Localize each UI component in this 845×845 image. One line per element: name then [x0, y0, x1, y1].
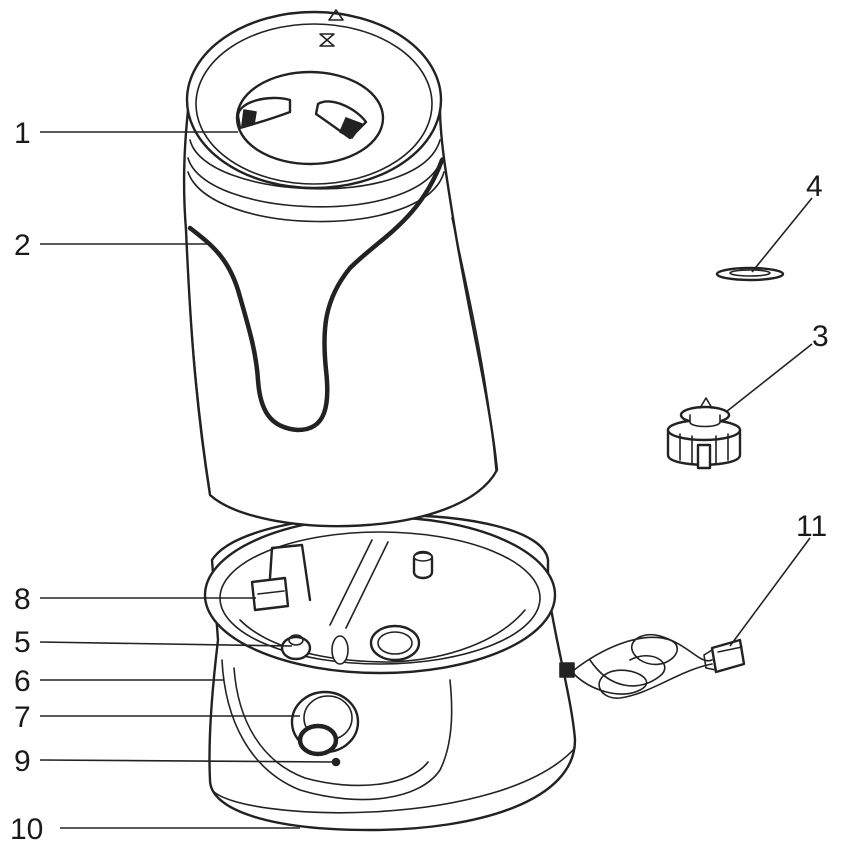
base-bottom-edge [211, 747, 576, 814]
power-cord [559, 633, 746, 699]
callout-1: 1 [14, 117, 31, 150]
callout-2: 2 [14, 229, 31, 262]
callout-3: 3 [812, 320, 829, 353]
reservoir-floor [239, 609, 526, 663]
base-unit [203, 513, 746, 832]
seal-ring [715, 266, 785, 282]
leader-11 [729, 537, 811, 647]
callout-4: 4 [806, 170, 823, 203]
valve-post [412, 550, 434, 580]
callout-11: 11 [796, 510, 827, 543]
leader-9 [39, 759, 335, 763]
tank-cap-disc [235, 70, 385, 166]
rim-arrow-top [328, 9, 344, 21]
leader-5 [39, 641, 293, 647]
tank-ring-2 [187, 157, 443, 208]
leader-3 [725, 343, 813, 413]
callout-5: 5 [14, 626, 31, 659]
water-tank [182, 9, 499, 528]
cap-grip-left-edge [241, 109, 257, 127]
control-dial [290, 690, 360, 757]
callout-9: 9 [14, 745, 31, 778]
filter-core [666, 397, 742, 470]
tank-side-line-left [185, 231, 211, 493]
cap-grip-right-edge [339, 117, 363, 139]
rim-arrow-hourglass [319, 33, 335, 47]
sensor-bracket [250, 543, 312, 612]
callout-6: 6 [14, 665, 31, 698]
atomizer-knob [280, 634, 349, 665]
tank-side-line-right [451, 217, 497, 471]
tank-ring-1 [189, 139, 441, 190]
callout-10: 10 [10, 813, 43, 845]
base-front-panel [221, 659, 453, 801]
base-front-panel-inner [233, 667, 429, 787]
base-round-pad-inner [377, 631, 413, 655]
tank-top-rim [195, 23, 433, 185]
leader-4 [751, 197, 813, 273]
float-channel [329, 539, 389, 629]
callout-7: 7 [14, 701, 31, 734]
tank-window [187, 157, 445, 433]
callout-8: 8 [14, 583, 31, 616]
